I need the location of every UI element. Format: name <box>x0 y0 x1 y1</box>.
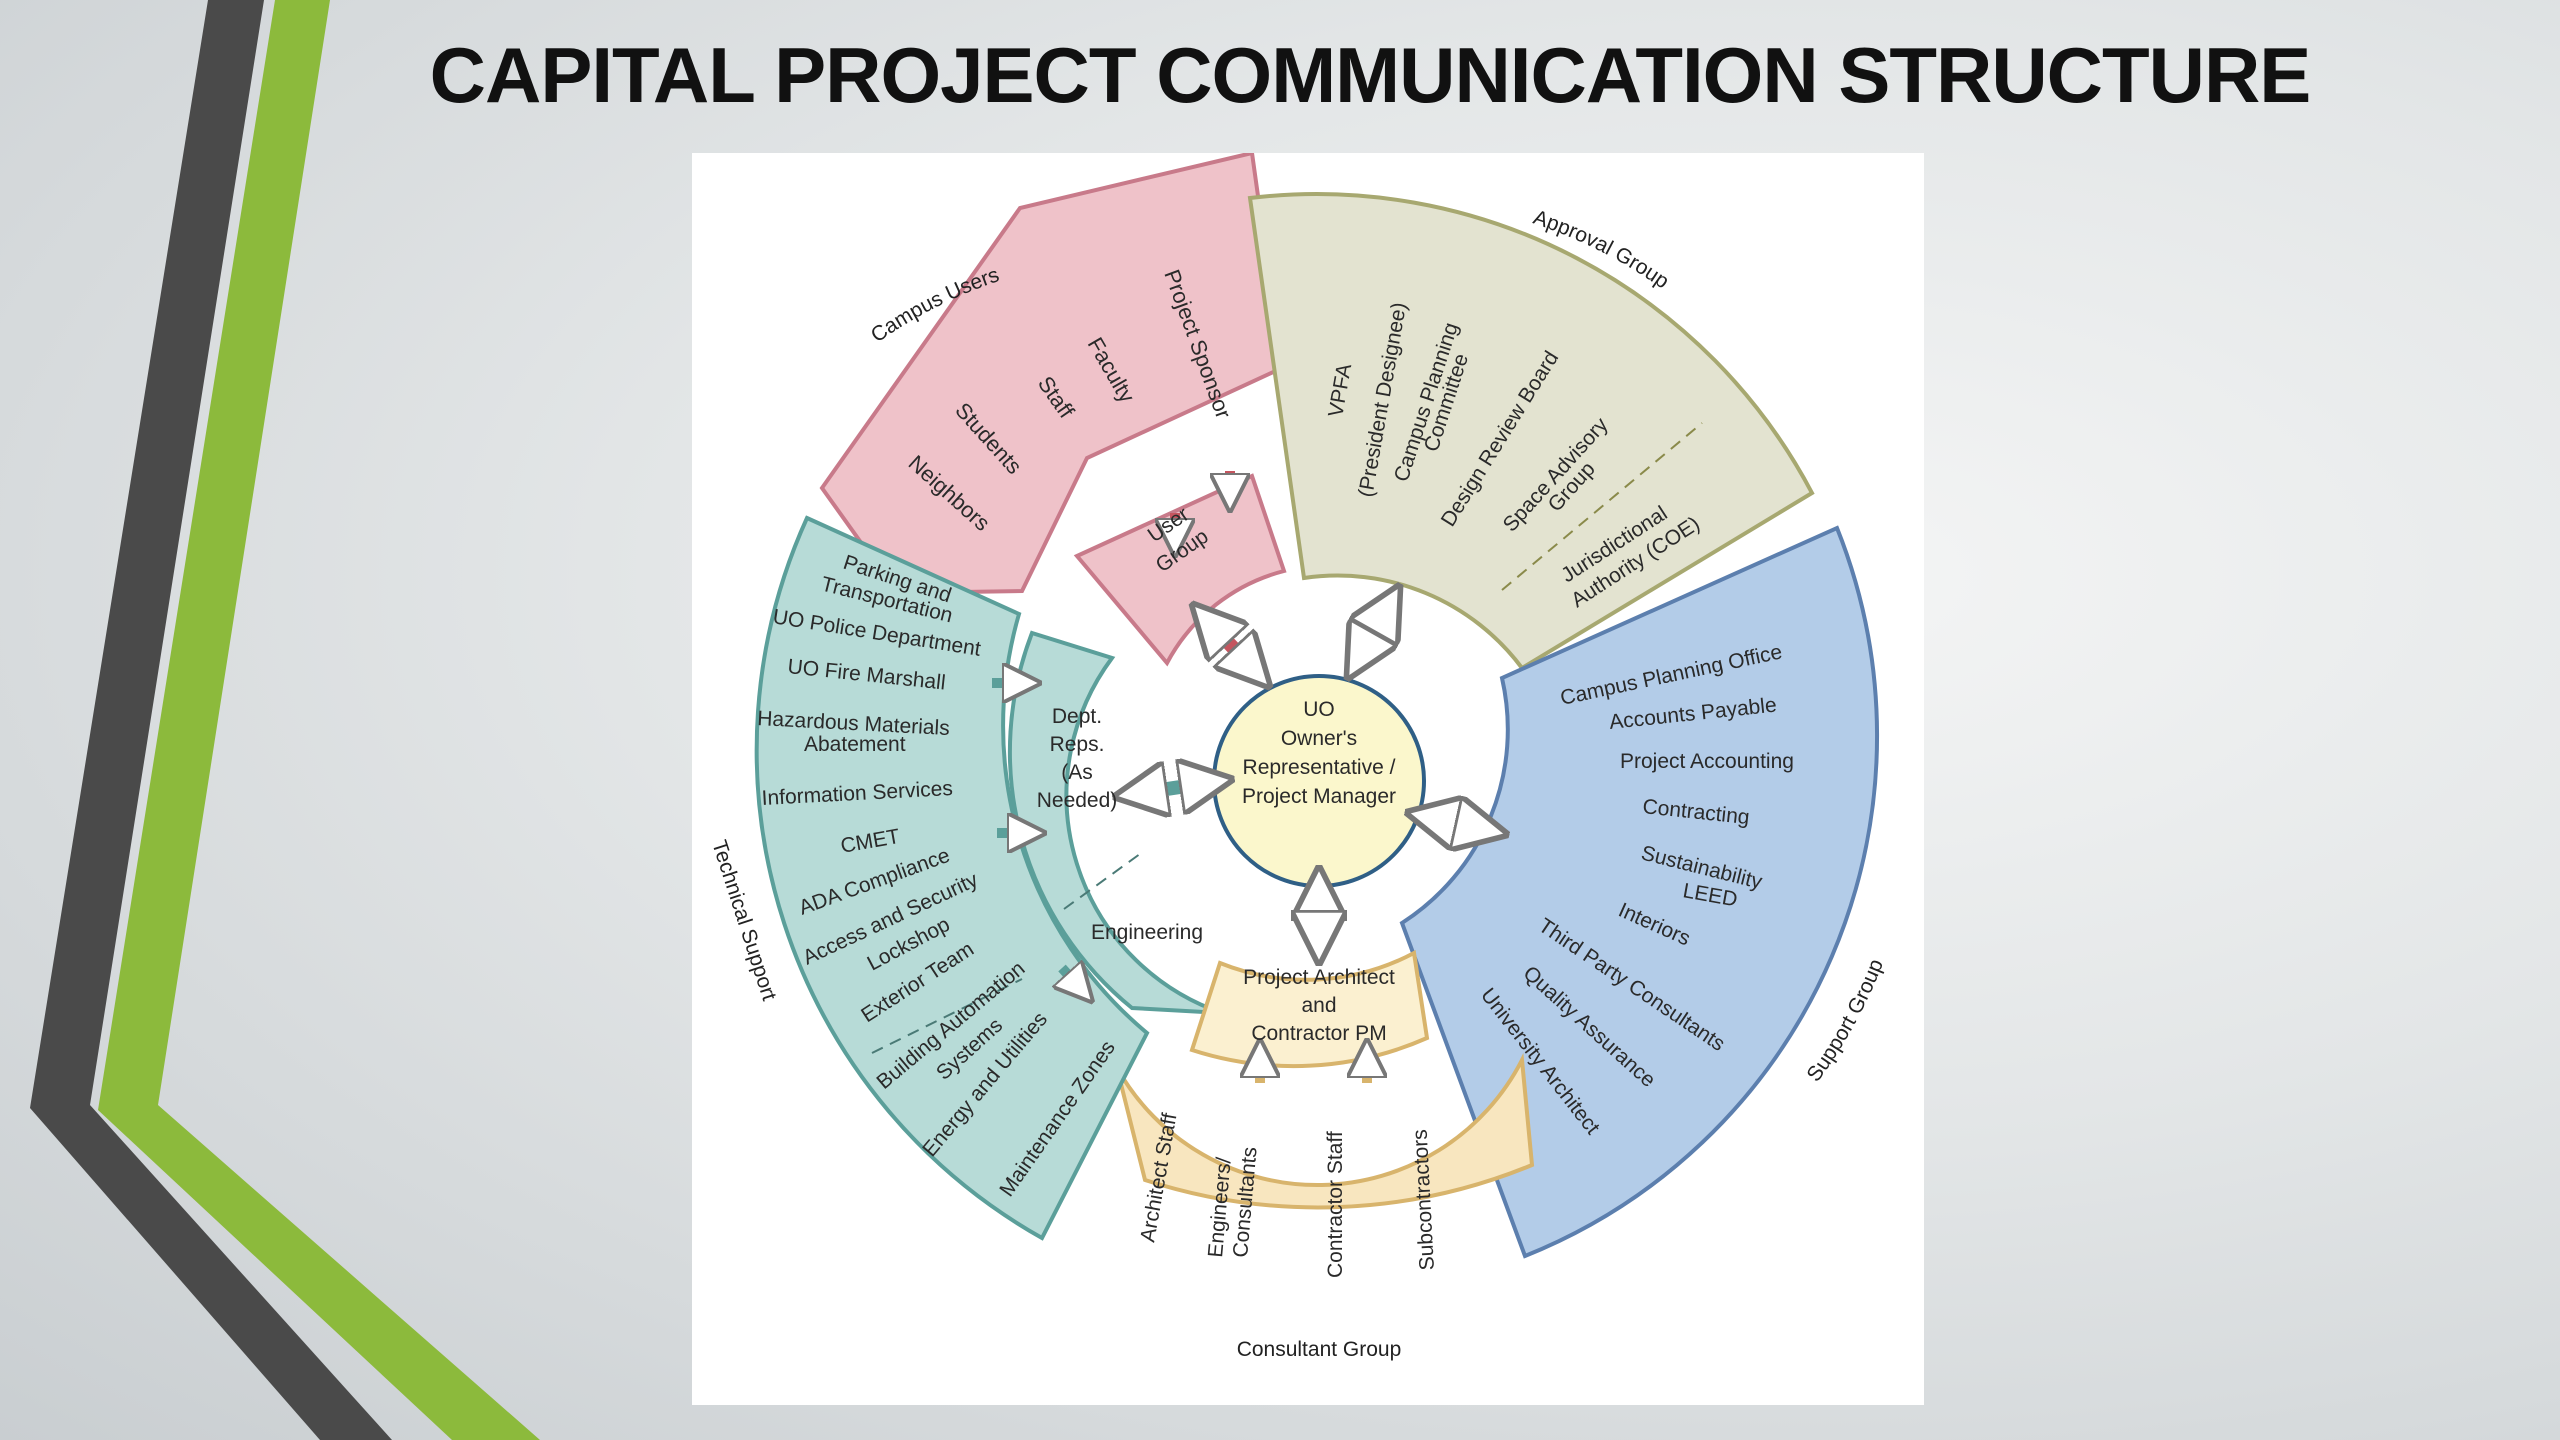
user-group-arrow <box>1210 623 1252 668</box>
center-line-1: UO <box>1303 698 1335 721</box>
dept-reps-arrow <box>1140 783 1207 793</box>
tech-to-dept-arrow-3 <box>1062 968 1080 988</box>
engineering-divider-dashed <box>1063 850 1145 910</box>
tech-divider-dashed <box>871 978 1023 1054</box>
engineering-label: Engineering <box>1091 921 1203 944</box>
slide-title: CAPITAL PROJECT COMMUNICATION STRUCTURE <box>429 31 2312 119</box>
dept-reps-segment <box>1007 630 1223 1015</box>
center-line-3: Representative / <box>1243 756 1396 779</box>
gray-accent-bar <box>30 0 392 1440</box>
green-accent-bar <box>98 0 540 1440</box>
communication-wheel: UO Owner's Representative / Project Mana… <box>707 153 1888 1361</box>
dept-reps-line-1: Dept. <box>1052 705 1102 728</box>
approval-arrow <box>1360 608 1387 656</box>
dept-reps-line-4: Needed) <box>1037 789 1118 812</box>
diagram-panel: UO Owner's Representative / Project Mana… <box>692 153 1924 1405</box>
support-arrow <box>1432 818 1482 829</box>
consultant-item-contractor-staff: Contractor Staff <box>1324 1131 1347 1278</box>
dept-reps-line-2: Reps. <box>1050 733 1105 756</box>
consultant-item-subcontractors: Subcontractors <box>1409 1129 1439 1271</box>
tech-item-5: Abatement <box>804 733 906 756</box>
consultant-inner-line-1: Project Architect <box>1243 966 1395 989</box>
approval-divider-dashed <box>1501 422 1703 591</box>
consultant-group-title: Consultant Group <box>1237 1338 1402 1361</box>
technical-support-segment <box>754 515 1150 1241</box>
dept-reps-line-3: (As <box>1061 761 1093 784</box>
support-item-2: Project Accounting <box>1620 750 1794 773</box>
approval-group-segment <box>1247 192 1815 671</box>
center-line-4: Project Manager <box>1242 785 1396 808</box>
center-line-2: Owner's <box>1281 727 1357 750</box>
consultant-group-segment <box>1115 1053 1535 1210</box>
consultant-inner-line-2: and <box>1301 994 1336 1017</box>
consultant-inner-line-3: Contractor PM <box>1251 1022 1386 1045</box>
